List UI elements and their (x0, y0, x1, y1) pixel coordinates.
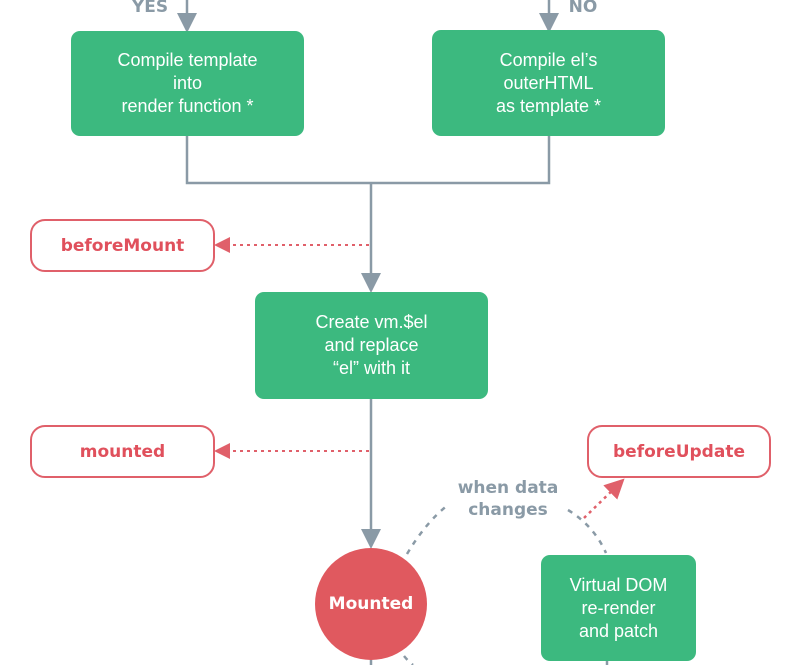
virtual-dom-box: Virtual DOM re-render and patch (541, 555, 696, 661)
no-label: NO (568, 0, 598, 17)
before-update-hook: beforeUpdate (587, 425, 771, 478)
update-loop-left-arc (405, 504, 449, 555)
update-loop-right-arc (567, 508, 608, 554)
compile-el-box: Compile el’s outerHTML as template * (432, 30, 665, 136)
when-data-changes-label: when data changes (457, 478, 559, 520)
merge-connector (185, 136, 551, 185)
before-mount-hook: beforeMount (30, 219, 215, 272)
before-update-arrow (583, 478, 625, 519)
update-loop-bottom-arc (403, 655, 414, 665)
yes-label: YES (131, 0, 169, 17)
mounted-state-circle: Mounted (315, 548, 427, 660)
compile-template-box: Compile template into render function * (71, 31, 304, 136)
mounted-hook: mounted (30, 425, 215, 478)
create-vm-el-box: Create vm.$el and replace “el” with it (255, 292, 488, 399)
